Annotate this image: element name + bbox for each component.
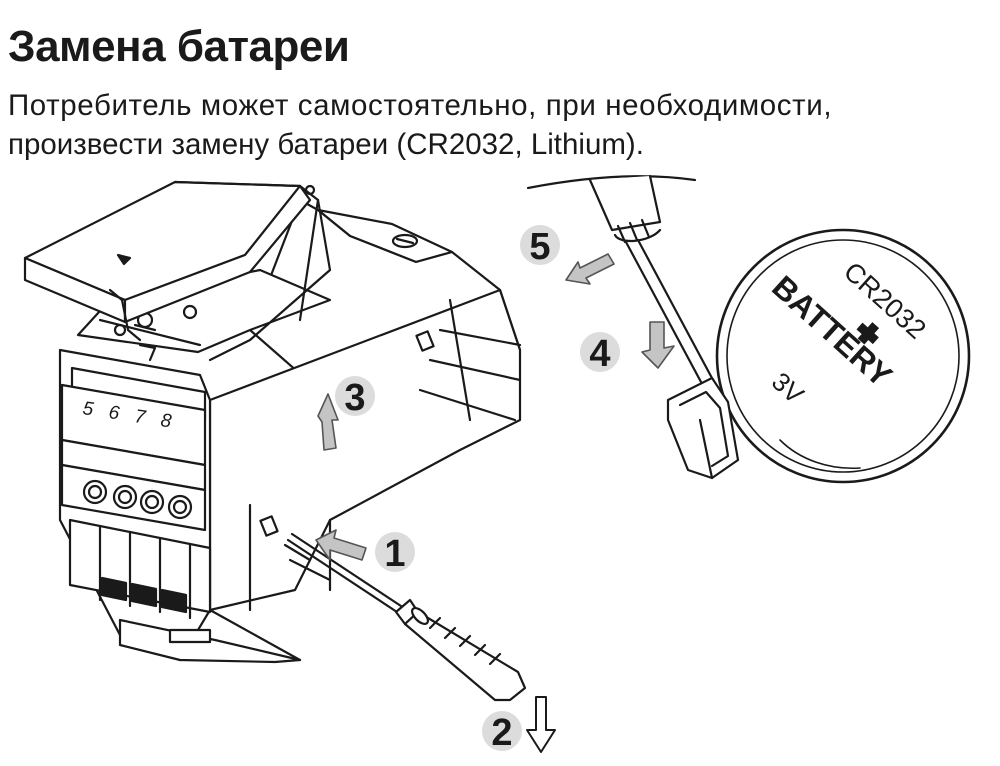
terminal-number-8: 8 (159, 410, 173, 432)
terminal-number-5: 5 (81, 398, 95, 420)
step-2-label: 2 (491, 712, 512, 754)
terminal-number-6: 6 (107, 402, 121, 424)
step-1-label: 1 (384, 533, 405, 575)
arrow-icon (315, 253, 675, 561)
step-3-arrow (317, 393, 339, 451)
device-lid (23, 180, 332, 362)
page-title: Замена батареи (8, 22, 350, 71)
plus-icon (856, 322, 880, 345)
description-line-1: Потребитель может самостоятельно, при не… (8, 89, 833, 122)
step-2-arrow (526, 696, 556, 753)
coin-battery-icon (715, 228, 971, 484)
step-5-label: 5 (529, 226, 550, 268)
terminal-screws (82, 479, 193, 520)
description: Потребитель может самостоятельно, при не… (8, 86, 998, 164)
terminal-number-7: 7 (133, 406, 148, 428)
battery-detail: CR2032 BATTERY 3V (526, 174, 971, 484)
description-line-2: произвести замену батареи (CR2032, Lithi… (8, 128, 644, 161)
screwdriver-icon (286, 532, 527, 702)
step-4-label: 4 (589, 333, 610, 375)
step-4-arrow (641, 321, 675, 369)
step-3-label: 3 (344, 377, 365, 419)
step-1-arrow (315, 529, 367, 561)
din-device: 5 6 7 8 (23, 180, 522, 664)
step-badges: 1 2 3 4 5 (335, 225, 620, 754)
step-5-arrow (565, 253, 615, 285)
